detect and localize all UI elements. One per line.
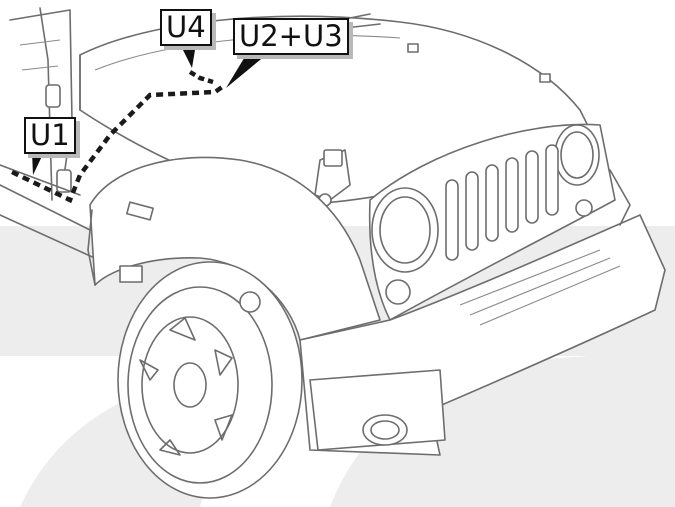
bumper	[299, 169, 666, 456]
wheel	[117, 261, 303, 499]
wire-route	[11, 70, 227, 204]
callout-leaders	[32, 44, 266, 175]
callout-u2-u3: U2+U3	[233, 18, 349, 55]
grille	[368, 123, 616, 321]
hood-latch	[314, 149, 351, 207]
callout-u1: U1	[24, 117, 76, 154]
fender	[87, 156, 381, 341]
door-frame	[0, 7, 111, 266]
callout-u4: U4	[160, 9, 212, 46]
